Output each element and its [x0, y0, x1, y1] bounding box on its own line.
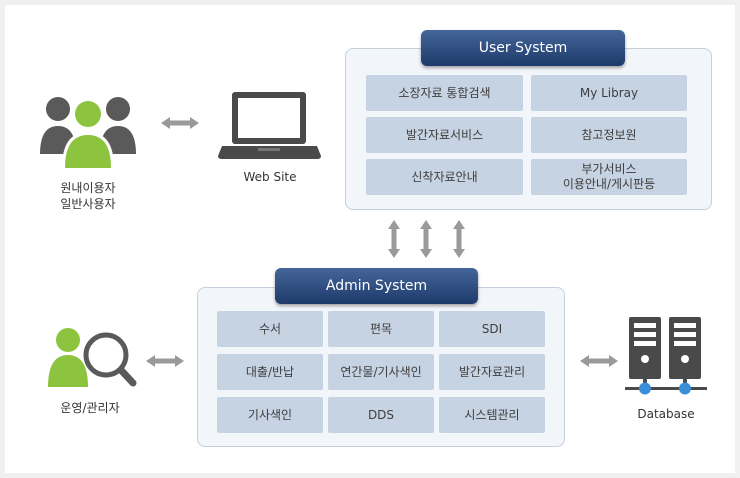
admin-item-serials-indexing[interactable]: 연간물/기사색인 — [328, 354, 434, 390]
user-item-extra-services[interactable]: 부가서비스 이용안내/게시판등 — [531, 159, 687, 195]
admin-item-sdi[interactable]: SDI — [439, 311, 545, 347]
user-item-reference-info[interactable]: 참고정보원 — [531, 117, 687, 153]
website-label: Web Site — [243, 170, 297, 184]
admin-item-article-indexing[interactable]: 기사색인 — [217, 397, 323, 433]
user-item-new-arrivals[interactable]: 신착자료안내 — [366, 159, 523, 195]
user-item-integrated-search[interactable]: 소장자료 통합검색 — [366, 75, 523, 111]
double-arrow-icon — [580, 355, 618, 367]
admin-item-dds[interactable]: DDS — [328, 397, 434, 433]
users-group-icon — [40, 97, 136, 168]
vertical-arrow-icon — [420, 220, 432, 258]
vertical-arrow-icon — [453, 220, 465, 258]
admin-item-cataloging[interactable]: 편목 — [328, 311, 434, 347]
laptop-icon — [218, 92, 321, 159]
admin-system-title: Admin System — [275, 268, 478, 304]
database-label: Database — [637, 407, 695, 421]
user-item-publication-service[interactable]: 발간자료서비스 — [366, 117, 523, 153]
admin-item-acquisition[interactable]: 수서 — [217, 311, 323, 347]
users-label: 원내이용자 일반사용자 — [60, 181, 116, 211]
admin-label: 운영/관리자 — [60, 401, 120, 415]
admin-item-publication-management[interactable]: 발간자료관리 — [439, 354, 545, 390]
double-arrow-icon — [161, 117, 199, 129]
double-arrow-icon — [146, 355, 184, 367]
admin-search-icon — [48, 328, 137, 387]
database-server-icon — [625, 317, 707, 395]
admin-item-circulation[interactable]: 대출/반납 — [217, 354, 323, 390]
vertical-arrow-icon — [388, 220, 400, 258]
user-item-my-library[interactable]: My Libray — [531, 75, 687, 111]
admin-item-system-management[interactable]: 시스템관리 — [439, 397, 545, 433]
user-system-title: User System — [421, 30, 625, 66]
